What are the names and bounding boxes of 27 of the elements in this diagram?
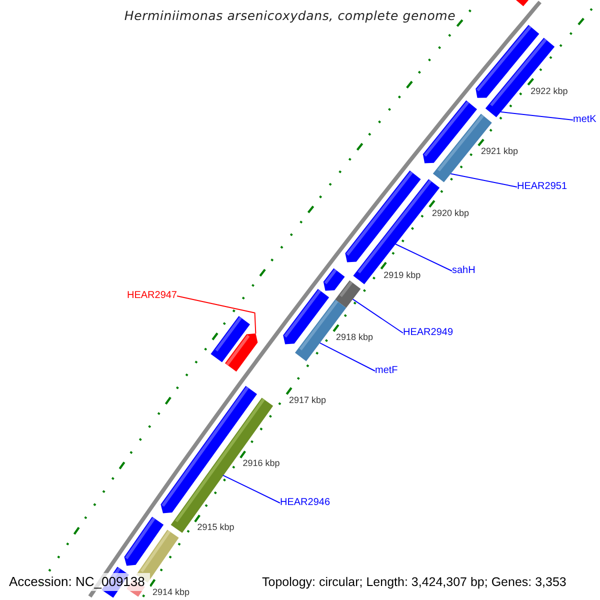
position-label: 2921 kbp bbox=[480, 146, 518, 158]
gene-label: HEAR2949 bbox=[403, 326, 454, 340]
gene-label: HEAR2947 bbox=[126, 289, 177, 303]
position-label: 2915 kbp bbox=[197, 522, 234, 534]
leader-line bbox=[500, 111, 574, 120]
position-label: 2917 kbp bbox=[289, 395, 326, 406]
position-label: 2919 kbp bbox=[384, 270, 421, 281]
gene-block bbox=[323, 268, 345, 291]
position-label: 2922 kbp bbox=[530, 86, 568, 97]
gene-label: sahH bbox=[452, 264, 476, 278]
leader-line bbox=[176, 296, 256, 334]
map-title: Herminiimonas arsenicoxydans, complete genome bbox=[123, 8, 457, 24]
position-label: 2914 kbp bbox=[152, 586, 190, 598]
position-label: 2918 kbp bbox=[336, 332, 374, 344]
position-label: 2920 kbp bbox=[432, 208, 469, 219]
leader-line bbox=[394, 244, 452, 272]
gene-block bbox=[485, 38, 555, 118]
gene-label: metF bbox=[375, 364, 398, 378]
position-label: 2916 kbp bbox=[242, 458, 280, 470]
gene-block bbox=[225, 334, 258, 372]
gene-label: metK bbox=[573, 113, 596, 127]
gene-label: HEAR2946 bbox=[280, 496, 330, 510]
leader-line bbox=[222, 474, 280, 504]
leader-line bbox=[319, 342, 376, 372]
leader-line bbox=[450, 173, 518, 188]
leader-line bbox=[352, 298, 404, 334]
gene-label: HEAR2951 bbox=[517, 180, 568, 194]
